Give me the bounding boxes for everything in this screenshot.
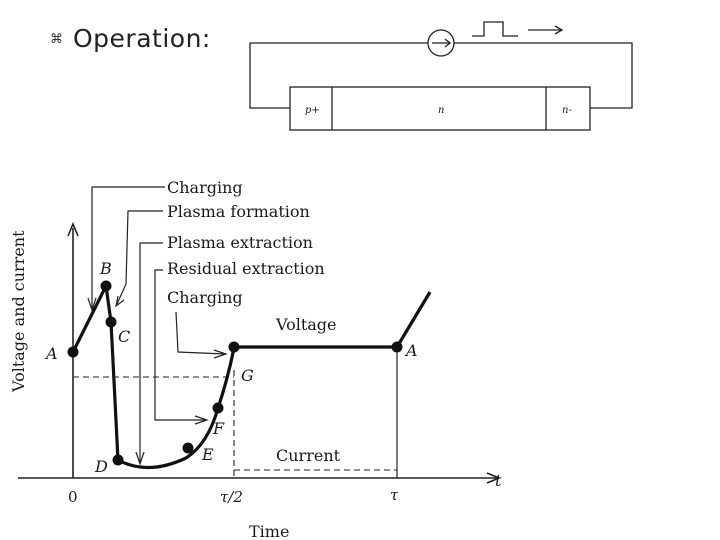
annotation-plasma-extraction: Plasma extraction [167,233,313,252]
left-wire [249,42,428,109]
region-label-n: n [438,105,444,116]
y-axis-arrow [67,221,79,237]
point-g [228,341,240,353]
annotation-charging-1: Charging [167,178,243,197]
point-label-b: B [99,259,112,278]
point-b [100,280,112,292]
pulse-icon [472,21,518,37]
x-axis-symbol: t [495,471,502,490]
x-axis-arrow [486,472,502,484]
current-source-icon [427,29,455,57]
circuit [249,21,633,131]
point-label-c: C [118,327,130,346]
x-axis-label: Time [249,522,289,540]
annotation-plasma-formation: Plasma formation [167,202,310,221]
segment-d-g [117,347,236,470]
tick-label-zero: 0 [68,488,78,506]
direction-arrow-head [554,25,564,35]
segment-c-d [109,321,120,461]
segment-recharge [395,291,432,348]
leader-plasma-formation-arrow [115,295,125,308]
leader-residual-extraction [154,269,205,421]
leader-charging-2 [175,311,226,355]
slide-heading: Operation: [73,24,211,53]
point-a [67,346,79,358]
point-label-a: A [44,344,58,363]
point-label-f: F [212,419,225,438]
point-e [182,442,194,454]
tick-label-tau: τ [390,486,399,504]
leader-residual-extraction-arrow [194,415,209,425]
leader-charging-1-arrow [87,297,97,312]
annotation-leaders [87,186,228,466]
region-label-p-plus: p+ [305,105,320,116]
voltage-curve [71,285,432,470]
point-c [105,316,117,328]
annotation-charging-2: Charging [167,288,243,307]
dashed-guides [73,370,397,478]
y-axis-label: Voltage and current [9,230,28,393]
annotation-residual-extraction: Residual extraction [167,259,325,278]
right-wire [454,42,633,109]
source-arrow-head [444,38,452,48]
point-label-e: E [201,445,214,464]
leader-charging-1 [91,186,165,308]
bullet-icon: ⌘ [50,32,63,47]
leader-plasma-extraction-arrow [135,451,145,466]
point-d [112,454,124,466]
point-f [212,402,224,414]
segment-b-c [104,285,113,323]
curve-points [67,280,403,466]
leader-plasma-formation [116,210,163,305]
tick-label-half-period: τ/2 [220,488,243,506]
point-label-g: G [241,366,254,385]
leader-plasma-extraction [139,242,163,462]
region-label-n-minus: n- [562,105,572,116]
current-label: Current [276,446,341,465]
voltage-label: Voltage [275,315,337,334]
point-label-d: D [94,457,108,476]
leader-charging-2-arrow [213,349,228,359]
point-a2 [391,341,403,353]
segment-a-b [71,285,108,353]
point-label-a2: A [404,341,418,360]
